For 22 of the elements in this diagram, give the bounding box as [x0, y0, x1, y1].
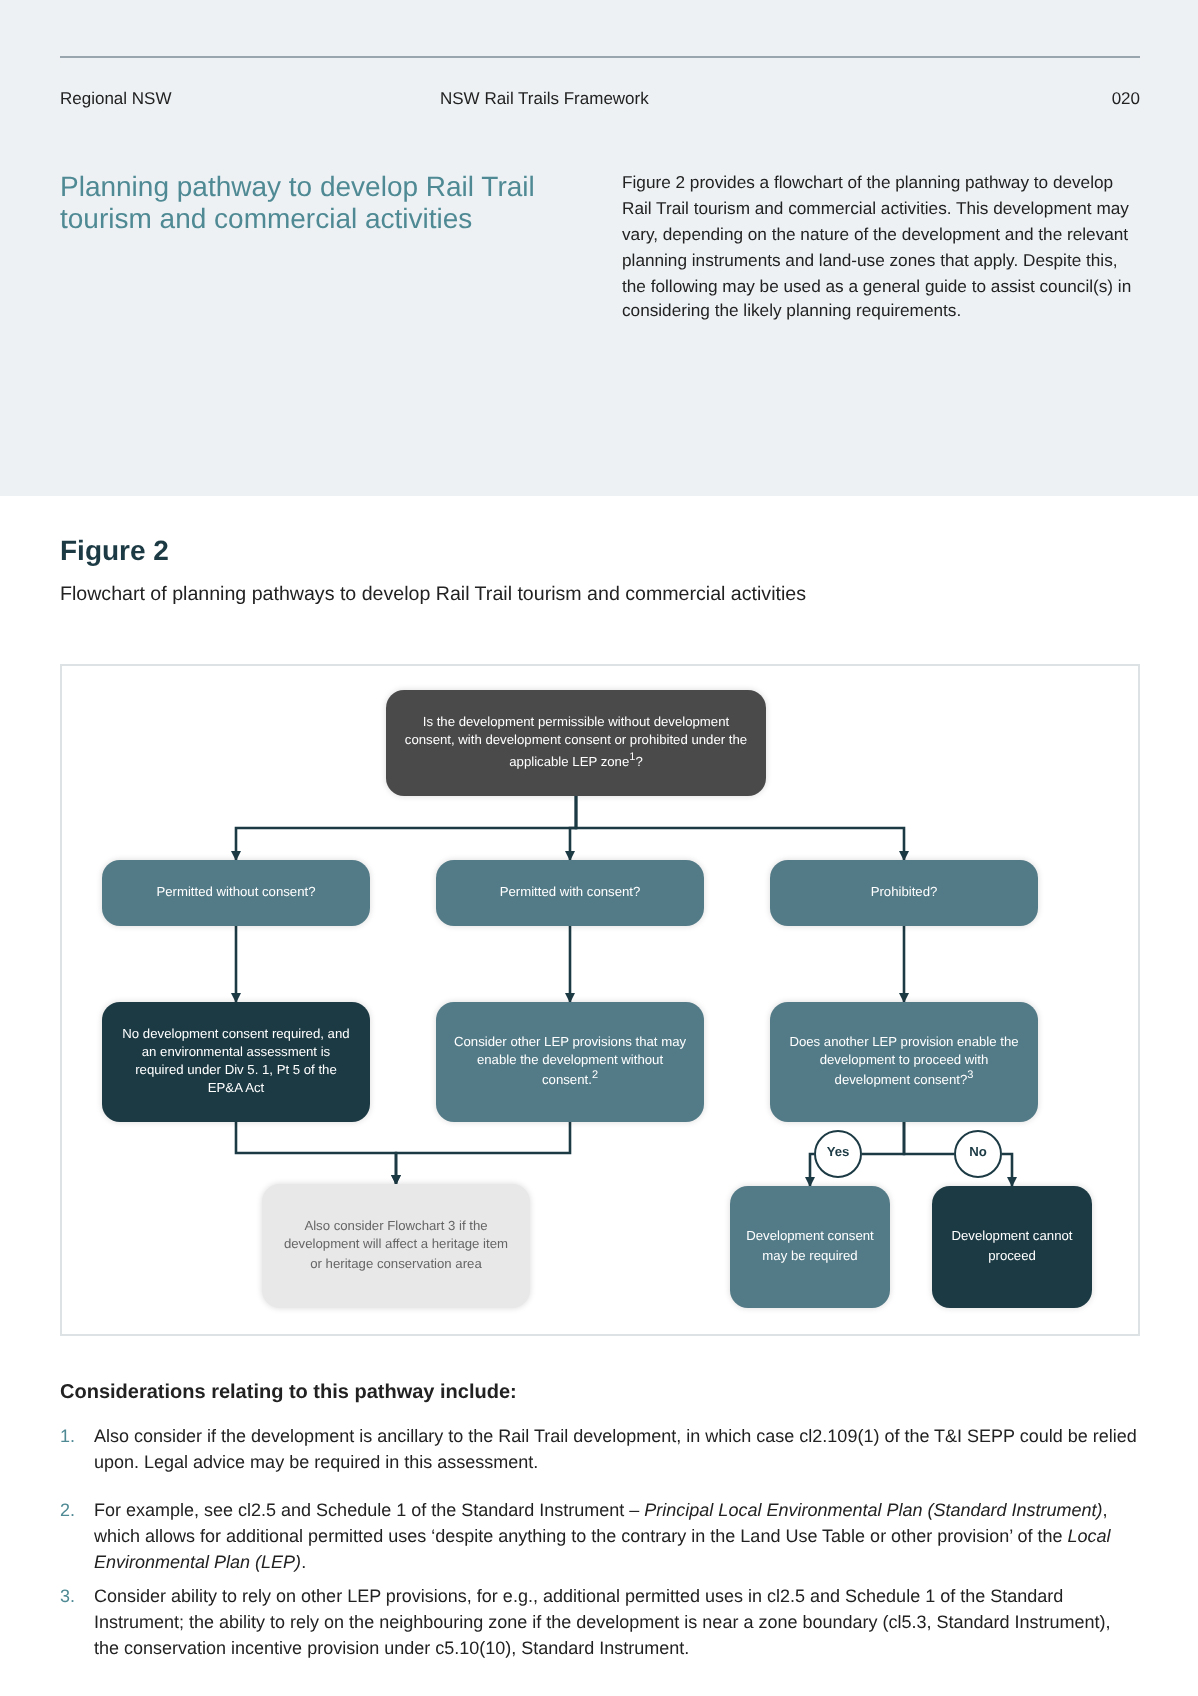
arrow	[230, 926, 242, 1004]
figure-caption: Flowchart of planning pathways to develop Rail Trail tourism and commercial activities	[60, 582, 808, 610]
note-text: For example, see cl2.5 and Schedule 1 of the Standard Instrument – Principal Local Environmental Plan (Standard Instrument), which allows for additional permitted uses ‘despite anything to the contrary in the Land Use Table or other provision’ of the Local Environmental Plan (LEP).	[94, 1498, 1113, 1577]
connector-line	[902, 1122, 954, 1156]
note-text: Also consider if the development is ancillary to the Rail Trail development, in which case cl2.109(1) of the T&I SEPP could be relied upon. Legal advice may be required in this assessment.	[94, 1424, 1139, 1477]
arrow	[1002, 1152, 1018, 1188]
list-number: 2.	[60, 1498, 78, 1524]
page-number: 020	[1109, 86, 1140, 111]
arrow	[804, 1152, 816, 1188]
figure-heading: Figure 2	[60, 532, 171, 570]
header-text: NSW Rail Trails Framework	[440, 86, 651, 111]
list-number: 3.	[60, 1584, 78, 1610]
arrow	[390, 1122, 572, 1186]
page-heading: Planning pathway to develop Rail Trail tourism and commercial activities	[60, 170, 537, 235]
arrow	[574, 796, 910, 862]
note-text: Consider ability to rely on other LEP provisions, for e.g., additional permitted uses in cl2.5 and Schedule 1 of the Standard Instrument; the ability to rely on the neighbouring zone if the development is near a zone boundary (cl5.3, Standard Instrument), the conservation incentive provision under c5.10(10), Standard Instrument.	[94, 1584, 1113, 1663]
arrow	[898, 926, 910, 1004]
header-text: Regional NSW	[60, 86, 174, 111]
section-heading: Considerations relating to this pathway include:	[60, 1380, 519, 1408]
arrow	[564, 926, 576, 1004]
intro-paragraph: Figure 2 provides a flowchart of the planning pathway to develop Rail Trail tourism and commercial activities. This development may vary, depending on the nature of the development and the relevant planning instruments and land-use zones that apply. Despite this, the following may be used as a general guide to assist council(s) in considering the likely planning requirements.	[622, 170, 1134, 325]
list-number: 1.	[60, 1424, 78, 1450]
